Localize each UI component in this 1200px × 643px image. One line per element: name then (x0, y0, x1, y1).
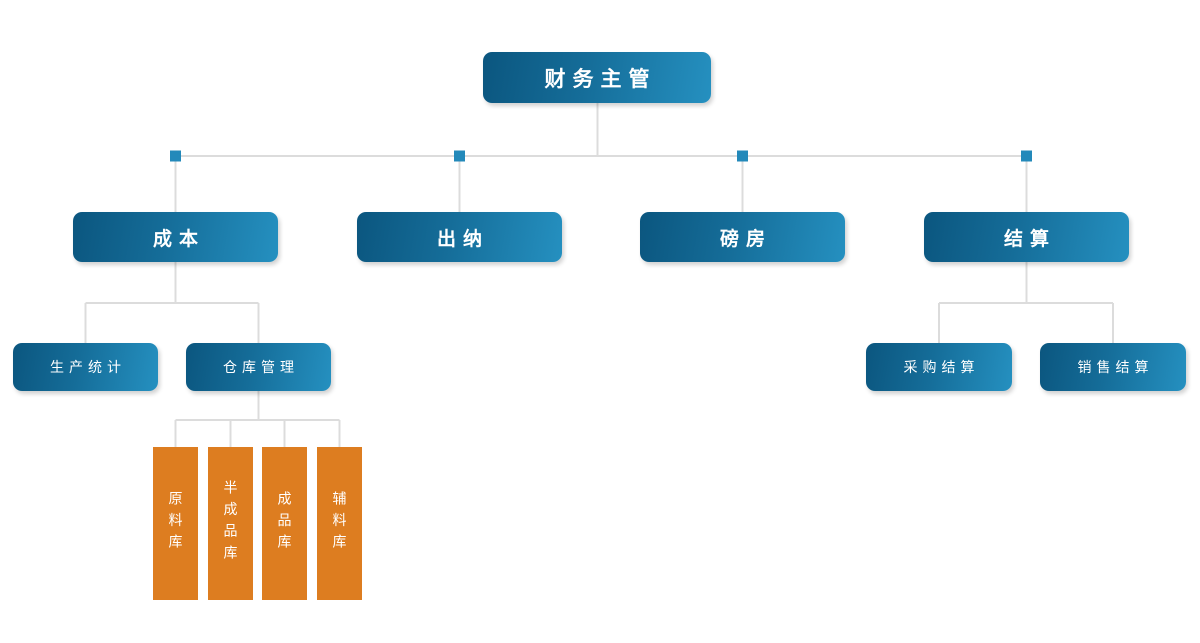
node-weighbridge: 磅房 (640, 212, 845, 262)
node-finance-supervisor: 财务主管 (483, 52, 711, 103)
node-warehouse-management: 仓库管理 (186, 343, 331, 391)
node-purchase-settlement: 采购结算 (866, 343, 1012, 391)
node-production-statistics: 生产统计 (13, 343, 158, 391)
node-cashier: 出纳 (357, 212, 562, 262)
node-sales-settlement: 销售结算 (1040, 343, 1186, 391)
node-semi-finished-warehouse: 半成品库 (208, 447, 253, 600)
node-settlement: 结算 (924, 212, 1129, 262)
junction-marker-icons (170, 150, 1032, 162)
node-auxiliary-material-warehouse: 辅料库 (317, 447, 362, 600)
node-raw-material-warehouse: 原料库 (153, 447, 198, 600)
node-finished-product-warehouse: 成品库 (262, 447, 307, 600)
node-cost: 成本 (73, 212, 278, 262)
